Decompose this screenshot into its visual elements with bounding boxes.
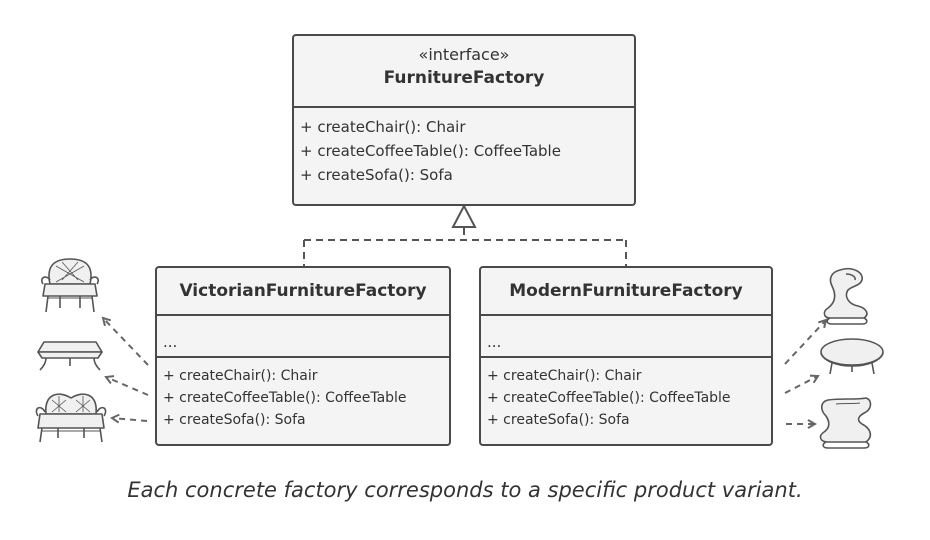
victorian-arrows [103,318,149,421]
diagram-caption: Each concrete factory corresponds to a s… [127,478,803,502]
interface-methods: + createChair(): Chair + createCoffeeTab… [294,106,634,187]
modern-method: + createSofa(): Sofa [487,412,630,428]
realization-connector [303,203,627,268]
victorian-chair-icon [41,258,99,313]
modern-sofa-icon [819,397,872,449]
arrow-to-victorian-table [106,377,149,396]
victorian-methods: + createChair(): Chair + createCoffeeTab… [157,356,449,431]
modern-factory-box: ModernFurnitureFactory ... + createChair… [479,266,773,446]
modern-class-name: ModernFurnitureFactory [509,281,743,301]
victorian-class-name: VictorianFurnitureFactory [179,281,427,301]
modern-coffee-table-icon [820,338,884,375]
arrow-to-victorian-sofa [112,418,148,421]
victorian-sofa-icon [35,393,107,443]
modern-method: + createCoffeeTable(): CoffeeTable [487,390,731,406]
arrow-to-victorian-chair [103,318,149,366]
modern-fields: ... [481,314,771,356]
modern-fields-ellipsis: ... [487,333,502,351]
interface-method: + createCoffeeTable(): CoffeeTable [300,142,561,160]
victorian-fields-ellipsis: ... [163,333,178,351]
modern-method: + createChair(): Chair [487,368,642,384]
arrow-to-modern-table [784,376,818,394]
realization-arrowhead [451,203,477,228]
modern-arrows [784,320,826,424]
furniture-factory-interface-box: «interface» FurnitureFactory + createCha… [292,34,636,206]
interface-method: + createSofa(): Sofa [300,166,453,184]
modern-chair-icon [823,267,868,325]
interface-stereotype: «interface» [418,45,510,64]
victorian-coffee-table-icon [37,341,103,371]
victorian-fields: ... [157,314,449,356]
victorian-method: + createSofa(): Sofa [163,412,306,428]
interface-name: FurnitureFactory [383,68,545,88]
victorian-method: + createCoffeeTable(): CoffeeTable [163,390,407,406]
victorian-factory-box: VictorianFurnitureFactory ... + createCh… [155,266,451,446]
interface-method: + createChair(): Chair [300,118,466,136]
interface-header: «interface» FurnitureFactory [294,36,634,106]
modern-methods: + createChair(): Chair + createCoffeeTab… [481,356,771,431]
victorian-method: + createChair(): Chair [163,368,318,384]
arrow-to-modern-chair [784,320,826,365]
victorian-header: VictorianFurnitureFactory [157,268,449,314]
modern-header: ModernFurnitureFactory [481,268,771,314]
